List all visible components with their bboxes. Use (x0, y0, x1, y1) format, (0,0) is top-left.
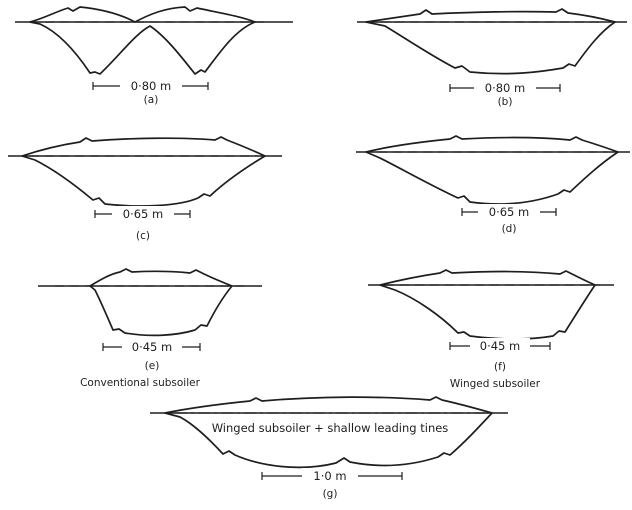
panel-label-f: (f) (494, 361, 506, 373)
dimension-gap-b (474, 80, 536, 96)
panel-c: 0·65 m (c) (8, 136, 282, 242)
caption-e: Conventional subsoiler (80, 377, 201, 389)
width-label-a: 0·80 m (131, 79, 171, 93)
disturbance-profile-c (21, 136, 266, 207)
dimension-gap-e (122, 339, 182, 355)
disturbance-profile-g (164, 396, 493, 469)
dimension-gap-g (302, 468, 358, 484)
caption-f: Winged subsoiler (450, 378, 541, 390)
panel-e: 0·45 m (e) Conventional subsoiler (38, 268, 262, 389)
width-label-f: 0·45 m (480, 339, 520, 353)
dimension-gap-c (112, 206, 174, 222)
disturbance-profile-b (365, 8, 616, 75)
width-label-d: 0·65 m (489, 205, 529, 219)
disturbance-profile-a (29, 6, 256, 75)
panel-b: 0·80 m (b) (357, 8, 627, 108)
panel-label-c: (c) (136, 230, 150, 242)
panel-label-b: (b) (498, 96, 513, 108)
dimension-gap-f (470, 338, 530, 354)
panel-d: 0·65 m (d) (356, 135, 630, 235)
width-label-g: 1·0 m (313, 469, 346, 483)
width-label-e: 0·45 m (132, 340, 172, 354)
panel-label-d: (d) (502, 223, 517, 235)
disturbance-profile-f (379, 269, 596, 340)
caption-g: Winged subsoiler + shallow leading tines (212, 421, 449, 435)
width-label-b: 0·80 m (485, 81, 525, 95)
panel-label-g: (g) (323, 488, 338, 500)
disturbance-profile-d (365, 135, 619, 205)
panel-label-a: (a) (144, 94, 159, 106)
panel-g: Winged subsoiler + shallow leading tines… (150, 396, 508, 500)
dimension-gap-d (478, 204, 540, 220)
panel-a: 0·80 m (a) (15, 6, 293, 106)
panel-f: 0·45 m (f) Winged subsoiler (368, 269, 614, 390)
panel-label-e: (e) (145, 360, 160, 372)
disturbance-profile-e (89, 268, 233, 337)
dimension-gap-a (120, 78, 182, 94)
width-label-c: 0·65 m (123, 207, 163, 221)
